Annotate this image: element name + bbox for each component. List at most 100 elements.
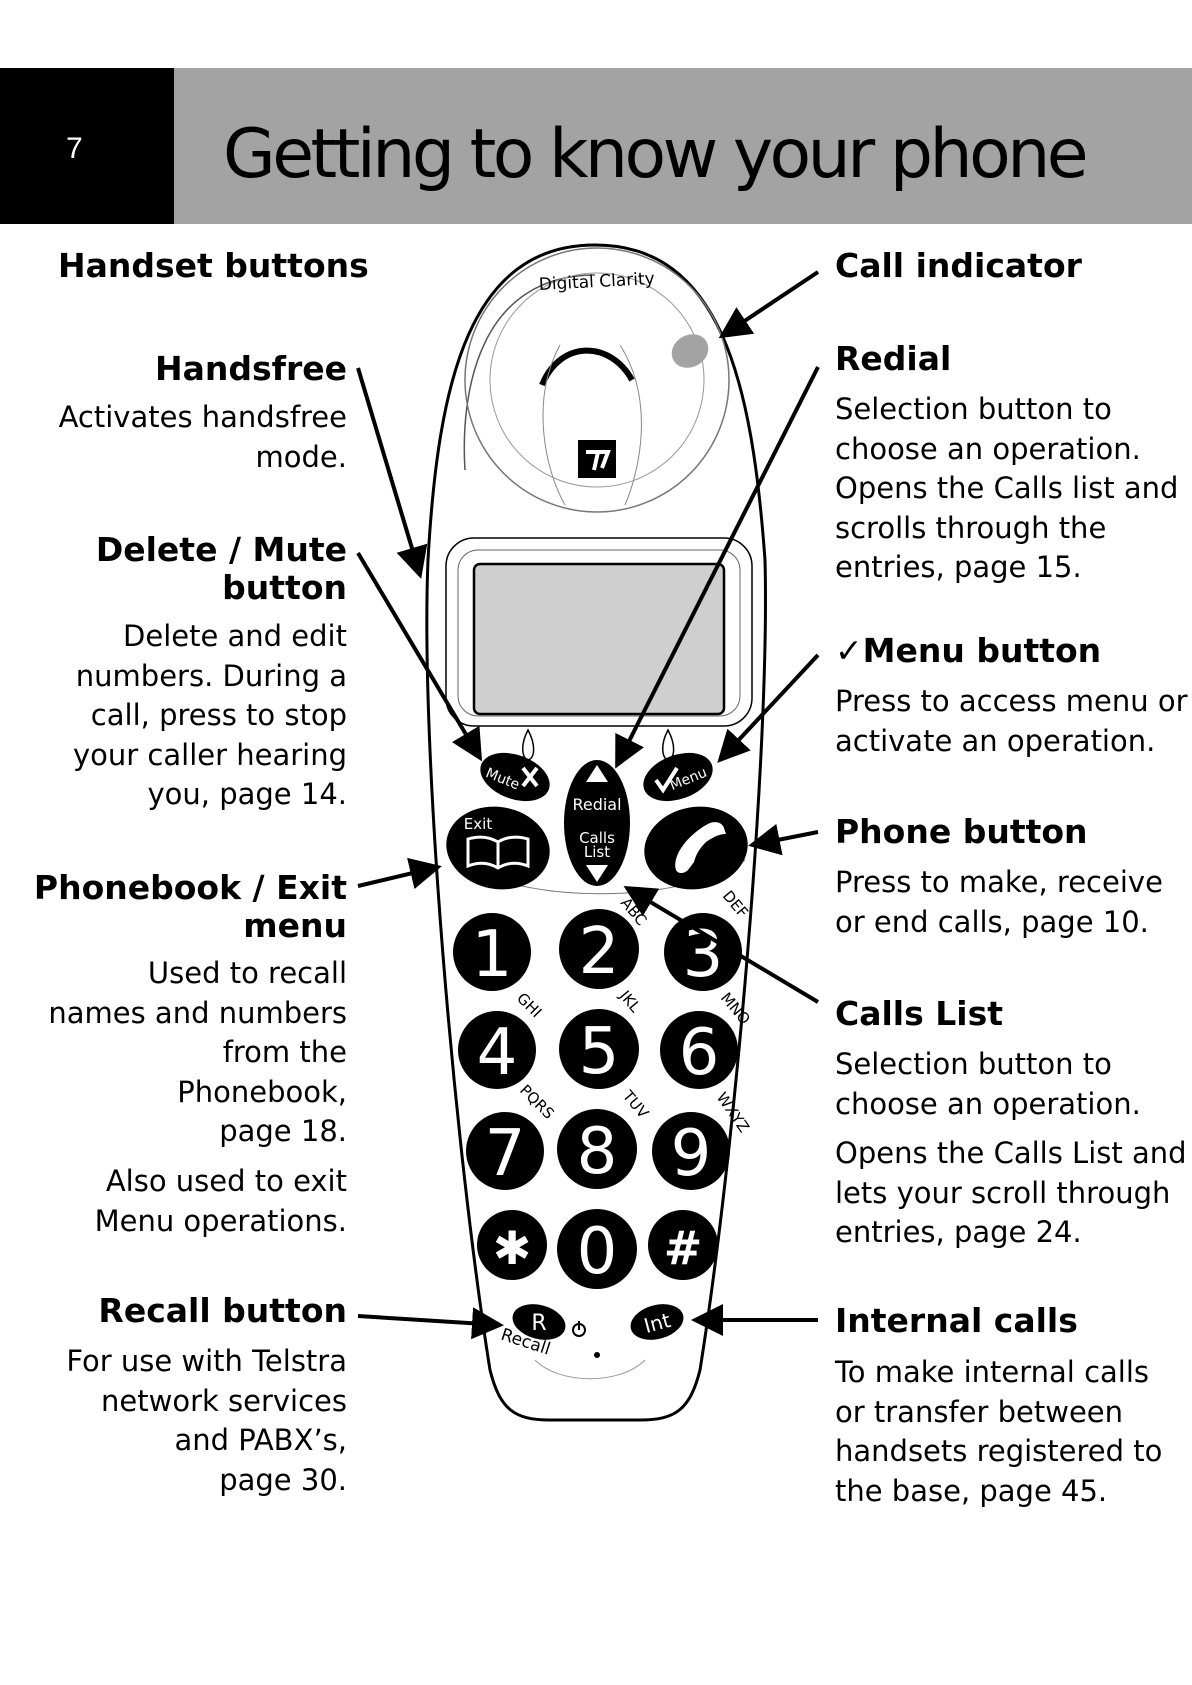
up-arrow-icon [586, 765, 608, 782]
desc-line: Selection button to [835, 392, 1112, 426]
label-line: Phonebook / Exit [33, 868, 347, 907]
arrow-phone [748, 823, 819, 856]
desc-line: Used to recall [147, 956, 347, 990]
desc-line: network services [101, 1383, 347, 1418]
key-number: ✱ [493, 1221, 532, 1275]
desc-line: To make internal calls [835, 1355, 1150, 1389]
desc-line: page 18. [219, 1114, 347, 1148]
arrow-phonebook [357, 857, 442, 890]
key-number: 2 [579, 915, 620, 989]
down-arrow-icon [586, 865, 608, 882]
phonebook-exit-desc-2: Also used to exit Menu operations. [95, 1162, 347, 1241]
desc-line: For use with Telstra [66, 1344, 347, 1378]
phone-handset-icon [675, 822, 726, 873]
desc-line: entries, page 15. [835, 550, 1082, 584]
arrow-menu [717, 653, 820, 763]
calls-list-desc: Selection button to choose an operation. [835, 1045, 1141, 1124]
key-number: 6 [679, 1016, 720, 1090]
redial-desc: Selection button to choose an operation.… [835, 390, 1178, 588]
handsfree-label: Handsfree [154, 349, 347, 388]
callout-arrows [356, 270, 820, 1340]
desc-line: choose an operation. [835, 431, 1141, 466]
desc-line: numbers. During a [75, 658, 347, 693]
key[interactable]: 0 [557, 1209, 637, 1289]
menu-button-heading: ✓Menu button [835, 631, 1102, 670]
arrow-call-indicator [718, 270, 820, 339]
internal-calls-heading: Internal calls [835, 1301, 1078, 1340]
recall-button-label: Recall button [98, 1291, 347, 1330]
menu-check-icon [654, 766, 679, 794]
desc-line: your caller hearing [73, 737, 347, 772]
desc-line: the base, page 45. [835, 1473, 1108, 1508]
desc-line: Opens the Calls List and [835, 1136, 1187, 1170]
desc-line: handsets registered to [835, 1434, 1163, 1468]
desc-line: scrolls through the [835, 510, 1107, 545]
desc-line: from the [222, 1035, 347, 1069]
nav-rocker [564, 760, 630, 886]
internal-calls-desc: To make internal calls or transfer betwe… [835, 1353, 1162, 1511]
redial-heading: Redial [835, 339, 952, 378]
arrow-recall [357, 1307, 504, 1340]
handset-buttons-heading: Handset buttons [58, 246, 369, 285]
book-icon [466, 835, 530, 870]
title-band [174, 68, 1192, 224]
desc-line: activate an operation. [835, 723, 1156, 758]
menu-desc: Press to access menu or activate an oper… [835, 682, 1188, 761]
phonebook-exit-label: Phonebook / Exit menu [34, 869, 347, 945]
desc-line: and PABX’s, [174, 1423, 347, 1457]
label-line: Delete / Mute [95, 530, 347, 569]
label-line: button [222, 568, 347, 607]
desc-line: Opens the Calls list and [835, 471, 1179, 505]
desc-line: names and numbers [48, 995, 347, 1030]
int-button [630, 1304, 684, 1340]
list-label: List [584, 843, 610, 861]
desc-line: entries, page 24. [835, 1215, 1082, 1249]
desc-line: page 30. [219, 1462, 347, 1497]
key-number: # [664, 1221, 703, 1275]
desc-line: you, page 14. [147, 777, 348, 811]
desc-line: Delete and edit [123, 619, 347, 653]
desc-line: lets your scroll through [835, 1175, 1171, 1210]
key[interactable]: # [648, 1210, 718, 1280]
key-number: 0 [577, 1215, 618, 1289]
call-indicator-led [671, 334, 709, 368]
key-number: 1 [472, 918, 513, 992]
key-number: 9 [671, 1117, 712, 1191]
key[interactable]: ✱ [477, 1210, 547, 1280]
desc-line: Press to access menu or [835, 684, 1188, 718]
delete-mute-label: Delete / Mute button [96, 531, 347, 607]
handsfree-desc: Activates handsfree mode. [59, 398, 347, 477]
label-line: menu [243, 906, 347, 945]
recall-r-label: R [531, 1311, 546, 1336]
desc-line: Press to make, receive [835, 865, 1163, 899]
desc-line: choose an operation. [835, 1086, 1141, 1121]
desc-line: mode. [255, 439, 347, 474]
arrow-handsfree [356, 367, 428, 579]
phonebook-exit-desc: Used to recall names and numbers from th… [48, 954, 347, 1152]
delete-mute-desc: Delete and edit numbers. During a call, … [73, 617, 347, 815]
desc-line: or transfer between [835, 1394, 1124, 1429]
mute-x-icon [521, 766, 539, 788]
earpiece-ring [464, 247, 730, 513]
desc-line: call, press to stop [90, 698, 347, 732]
call-indicator-label: Call indicator [835, 246, 1082, 285]
desc-line: Selection button to [835, 1047, 1112, 1081]
key-number: 5 [579, 1015, 620, 1089]
calls-label: Calls [579, 829, 615, 847]
page-number: 7 [66, 132, 83, 165]
microphone-hole [594, 1352, 600, 1358]
arrow-mute [356, 551, 483, 762]
exit-label: Exit [464, 815, 493, 833]
key-number: 8 [577, 1115, 618, 1189]
desc-line: or end calls, page 10. [835, 904, 1149, 939]
desc-line: Menu operations. [94, 1203, 347, 1238]
recall-button [512, 1304, 566, 1340]
key[interactable]: 1 [453, 913, 531, 992]
earpiece-outline [463, 274, 596, 471]
desc-line: Phonebook, [177, 1074, 347, 1109]
